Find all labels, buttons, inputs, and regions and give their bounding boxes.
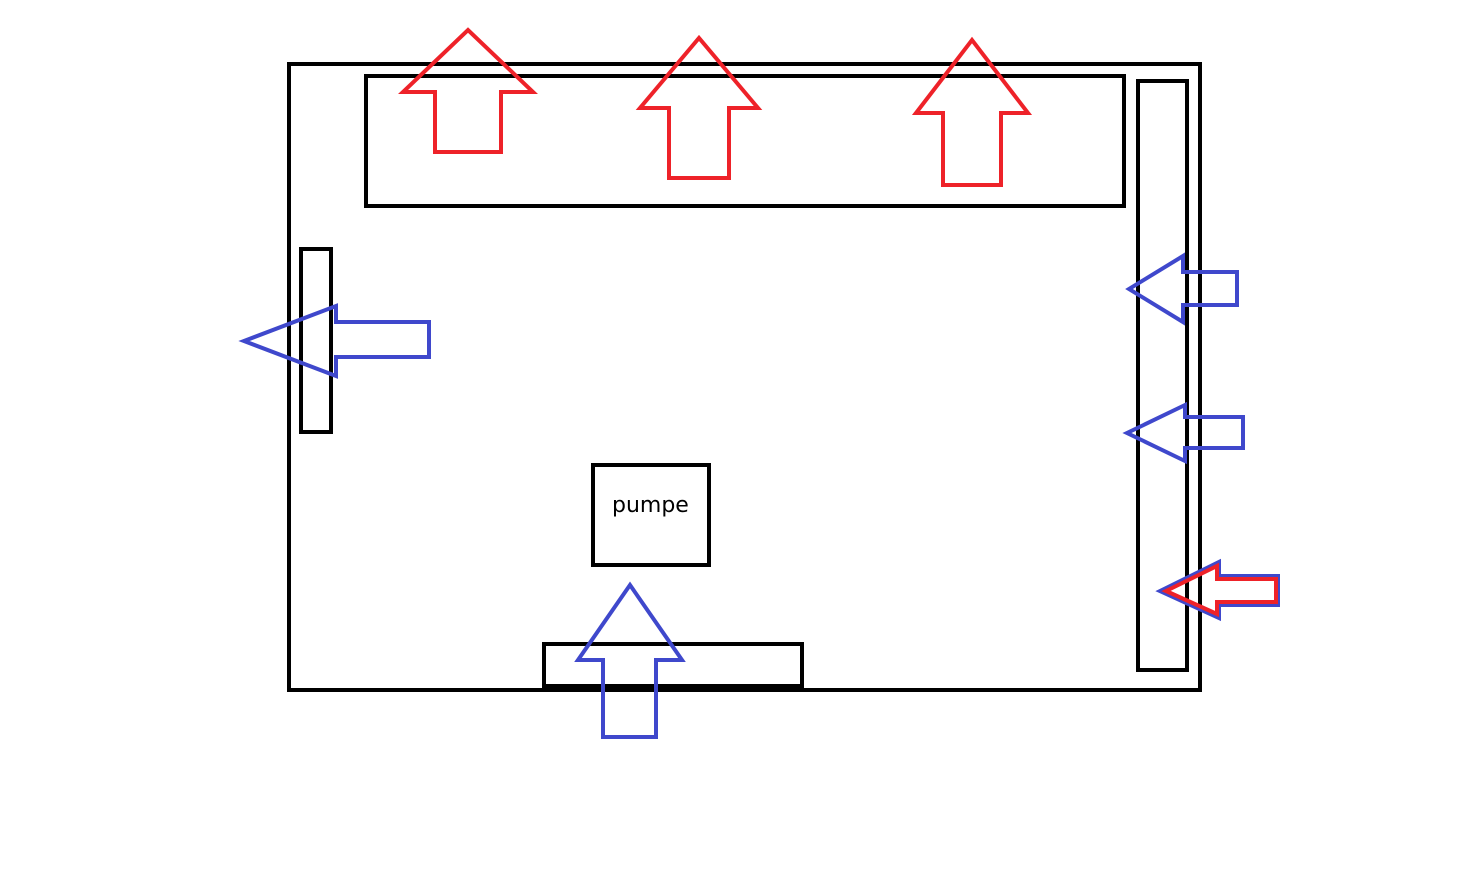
red-up-arrow-2 <box>635 34 763 180</box>
red-up-arrow-3 <box>911 36 1033 187</box>
blue-left-arrow-right-1 <box>1125 252 1239 326</box>
blue-up-arrow-bottom <box>574 581 686 739</box>
outer-tank <box>287 62 1202 692</box>
red-left-arrow-right-3-inner <box>1161 562 1278 618</box>
red-up-arrow-1 <box>398 27 538 154</box>
blue-left-arrow-right-2 <box>1122 401 1245 465</box>
left-panel <box>299 247 333 434</box>
pump-box <box>591 463 711 567</box>
right-panel <box>1136 79 1189 672</box>
pump-label: pumpe <box>612 493 689 518</box>
top-panel <box>364 74 1126 208</box>
blue-left-arrow-left-side <box>238 303 431 379</box>
